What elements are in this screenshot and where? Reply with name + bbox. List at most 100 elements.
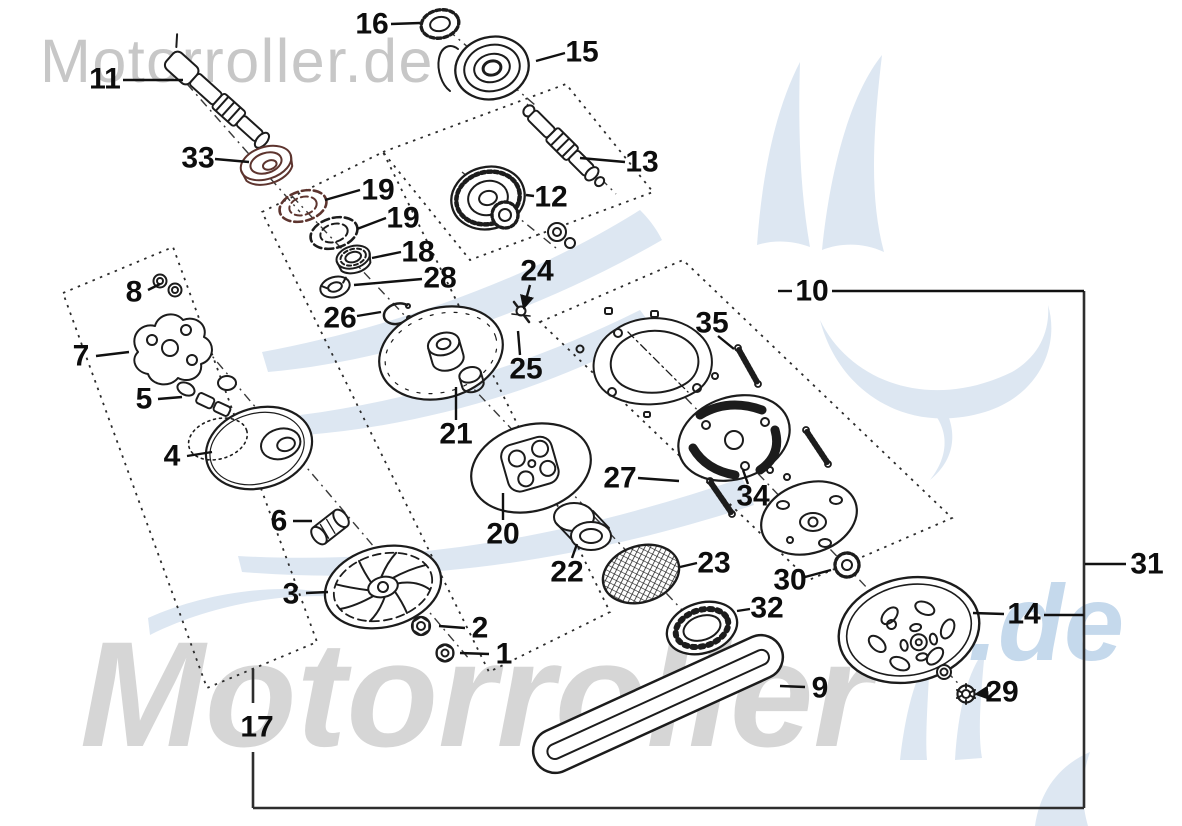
- leader-line-19: [356, 216, 387, 231]
- logo-hook-icon: [930, 400, 953, 480]
- part-belt-9: [531, 633, 785, 775]
- part-kickstart-gear-33: [239, 144, 294, 186]
- leader-line-35: [717, 335, 735, 350]
- leader-line-27: [637, 476, 680, 483]
- leader-line-30: [804, 568, 832, 579]
- leader-line-22: [570, 543, 579, 559]
- part-label-3: 3: [283, 578, 300, 611]
- part-label-1: 1: [496, 638, 513, 671]
- part-pin-24-25: [511, 300, 531, 324]
- leader-line-3: [305, 590, 329, 595]
- leader-line-19: [324, 188, 361, 202]
- part-label-14: 14: [1007, 598, 1041, 631]
- part-label-27: 27: [603, 462, 636, 495]
- part-gasket-35: [592, 317, 713, 406]
- part-label-6: 6: [271, 505, 288, 538]
- leader-line-4: [186, 450, 213, 458]
- part-pinion-12: [490, 200, 576, 249]
- leader-line-2: [438, 624, 466, 630]
- part-label-23: 23: [697, 547, 730, 580]
- part-spring-23: [601, 543, 681, 605]
- part-fan-3: [323, 544, 443, 630]
- part-label-26: 26: [323, 302, 356, 335]
- part-driver-plate-30: [760, 466, 858, 556]
- logo-hull-icon: [820, 305, 1052, 419]
- part-label-2: 2: [472, 612, 489, 645]
- leader-line-13: [579, 156, 626, 164]
- leader-line-18: [371, 250, 402, 260]
- assembly-axis-line: [291, 195, 717, 647]
- logo-wave-upper-icon: [262, 210, 662, 372]
- leader-line-7: [95, 350, 130, 358]
- part-label-28: 28: [423, 262, 456, 295]
- small-hardware-bits: [575, 307, 719, 418]
- part-nut-29: [956, 683, 976, 705]
- leader-line-12: [525, 193, 535, 198]
- part-label-4: 4: [164, 440, 181, 473]
- watermark-bottom-text: Motorroller: [80, 610, 879, 778]
- part-label-31: 31: [1130, 548, 1163, 581]
- leader-line-33: [214, 157, 250, 164]
- part-shaft-13: [522, 104, 606, 188]
- part-label-7: 7: [73, 340, 90, 373]
- part-label-21: 21: [439, 418, 472, 451]
- part-washer-28: [319, 275, 351, 299]
- leader-line-32: [736, 607, 751, 613]
- part-nut-1: [435, 643, 455, 663]
- logo-tail-stroke2-icon: [955, 650, 985, 760]
- logo-wing-right-icon: [822, 55, 884, 252]
- logo-wave-mid-icon: [300, 310, 654, 435]
- part-guide-22: [553, 502, 612, 551]
- watermark-de-text: .de: [968, 562, 1124, 683]
- watermark-top-text: Motorroller.de: [40, 27, 434, 95]
- part-label-17: 17: [240, 711, 273, 744]
- leader-line-15: [535, 51, 566, 63]
- part-castle-nut-18: [335, 244, 372, 275]
- part-label-33: 33: [181, 142, 214, 175]
- part-ramp-plate-7: [133, 313, 213, 386]
- part-label-20: 20: [486, 518, 519, 551]
- part-bolts-8: [152, 273, 183, 298]
- part-label-16: 16: [355, 8, 388, 41]
- leader-line-8: [147, 282, 161, 292]
- part-clutch-bell-14: [837, 575, 981, 685]
- part-nut-2: [410, 615, 432, 637]
- logo-wing-left-icon: [757, 62, 810, 247]
- part-label-8: 8: [126, 276, 143, 309]
- leader-line-24: [520, 284, 534, 310]
- leader-line-28: [353, 277, 423, 287]
- part-lock-washer-16: [419, 8, 461, 40]
- part-label-13: 13: [625, 146, 658, 179]
- logo-wave-lower-icon: [238, 478, 754, 576]
- part-label-15: 15: [565, 36, 598, 69]
- leader-line-23: [679, 561, 698, 569]
- part-label-19: 19: [361, 174, 394, 207]
- part-label-35: 35: [695, 307, 728, 340]
- leader-line-1: [459, 651, 490, 656]
- part-gear-30: [833, 551, 861, 579]
- part-sliders-5: [176, 375, 237, 417]
- part-label-18: 18: [401, 236, 434, 269]
- part-label-32: 32: [750, 592, 783, 625]
- part-washer-19-black: [309, 215, 359, 251]
- bracket-lines: [251, 291, 1086, 810]
- part-label-10: 10: [795, 275, 828, 308]
- part-label-34: 34: [736, 480, 770, 513]
- part-pulley-15: [454, 35, 530, 101]
- leader-line-26: [356, 310, 382, 318]
- part-label-5: 5: [136, 383, 153, 416]
- leader-line-9: [779, 684, 806, 689]
- part-spacer-6: [310, 508, 350, 546]
- part-bearing-32: [665, 600, 739, 656]
- leader-line-14: [972, 611, 1005, 616]
- part-label-19: 19: [386, 202, 419, 235]
- part-label-29: 29: [985, 676, 1018, 709]
- part-drive-shaft-11: [163, 33, 271, 149]
- part-label-12: 12: [534, 181, 567, 214]
- leader-line-25: [516, 330, 522, 356]
- part-washer-29: [936, 664, 952, 680]
- watermark-layer: Motorroller.de Motorroller .de: [40, 27, 1124, 826]
